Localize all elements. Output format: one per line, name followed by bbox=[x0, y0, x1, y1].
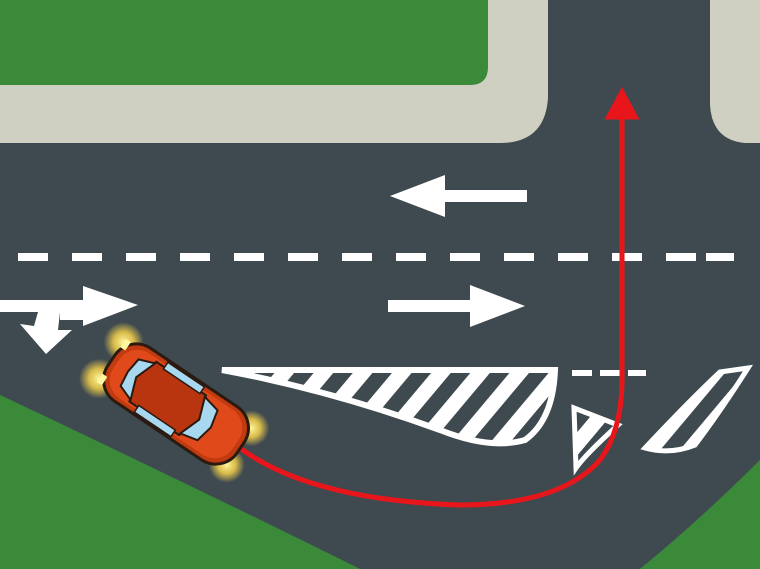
hatched-island bbox=[221, 367, 559, 447]
lane-arrow-right bbox=[388, 285, 525, 327]
car bbox=[79, 322, 270, 483]
sidewalk-right bbox=[708, 0, 760, 150]
grass-bottom-right bbox=[640, 460, 760, 569]
center-line bbox=[18, 253, 734, 261]
island-dashes bbox=[572, 370, 646, 376]
grass-bottom-left bbox=[0, 395, 360, 569]
maneuver-path bbox=[237, 109, 625, 508]
maneuver-arrowhead-icon bbox=[604, 86, 640, 120]
hatched-island-right bbox=[640, 364, 754, 454]
lane-arrow-right-down bbox=[0, 286, 138, 354]
lane-arrow-left bbox=[390, 175, 527, 217]
sidewalk bbox=[0, 0, 552, 150]
